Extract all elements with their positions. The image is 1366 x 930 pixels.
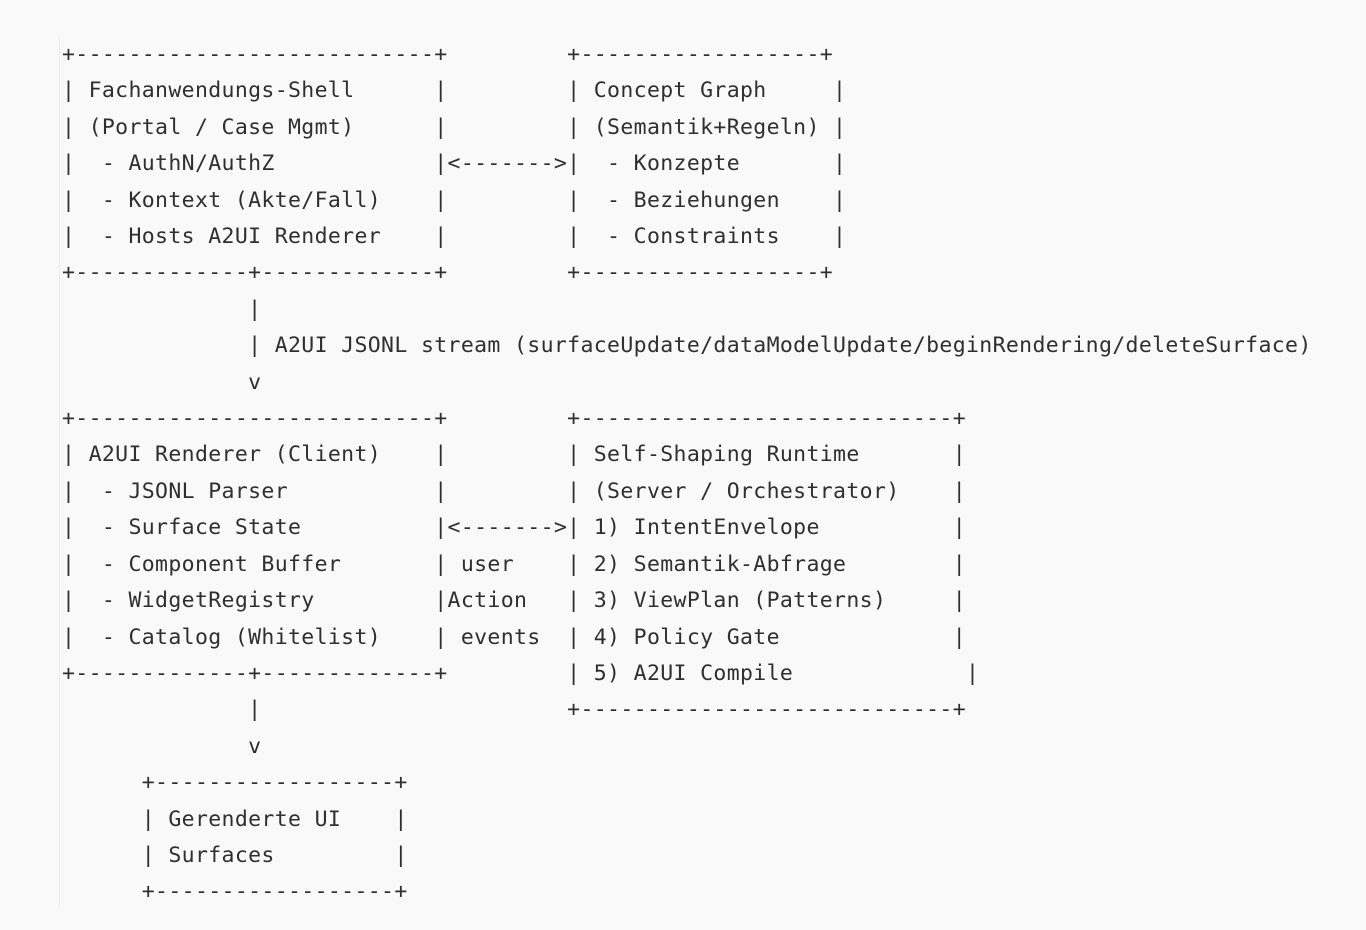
diagram-line: | - AuthN/AuthZ |<------->| - Konzepte | bbox=[62, 151, 847, 177]
diagram-line: +------------------+ bbox=[62, 879, 408, 905]
diagram-line: | (Portal / Case Mgmt) | | (Semantik+Reg… bbox=[62, 114, 847, 140]
diagram-line: | - Catalog (Whitelist) | events | 4) Po… bbox=[62, 624, 966, 650]
diagram-line: +-------------+-------------+ | 5) A2UI … bbox=[62, 660, 980, 686]
diagram-line: | - JSONL Parser | | (Server / Orchestra… bbox=[62, 478, 966, 504]
diagram-line: +---------------------------+ +---------… bbox=[62, 406, 966, 432]
diagram-line: | - Hosts A2UI Renderer | | - Constraint… bbox=[62, 224, 847, 250]
diagram-line: | - Component Buffer | user | 2) Semanti… bbox=[62, 551, 966, 577]
diagram-line: v bbox=[62, 733, 262, 759]
diagram-line: +---------------------------+ +---------… bbox=[62, 42, 834, 67]
code-block bbox=[59, 36, 1349, 908]
diagram-line: | Fachanwendungs-Shell | | Concept Graph… bbox=[62, 78, 847, 104]
diagram-line: +-------------+-------------+ +---------… bbox=[62, 260, 834, 286]
diagram-line: | - WidgetRegistry |Action | 3) ViewPlan… bbox=[62, 588, 966, 614]
diagram-line: | Surfaces | bbox=[62, 842, 408, 868]
diagram-line: | bbox=[62, 296, 262, 322]
diagram-line: +------------------+ bbox=[62, 770, 408, 796]
diagram-line: | A2UI Renderer (Client) | | Self-Shapin… bbox=[62, 442, 966, 468]
diagram-line: v bbox=[62, 369, 262, 395]
diagram-line: | Gerenderte UI | bbox=[62, 806, 408, 832]
diagram-line: | - Kontext (Akte/Fall) | | - Beziehunge… bbox=[62, 187, 847, 213]
diagram-line: | - Surface State |<------->| 1) IntentE… bbox=[62, 515, 966, 541]
ascii-architecture-diagram: +---------------------------+ +---------… bbox=[62, 37, 1312, 911]
diagram-line: | +----------------------------+ bbox=[62, 697, 966, 723]
diagram-line: | A2UI JSONL stream (surfaceUpdate/dataM… bbox=[62, 333, 1312, 359]
